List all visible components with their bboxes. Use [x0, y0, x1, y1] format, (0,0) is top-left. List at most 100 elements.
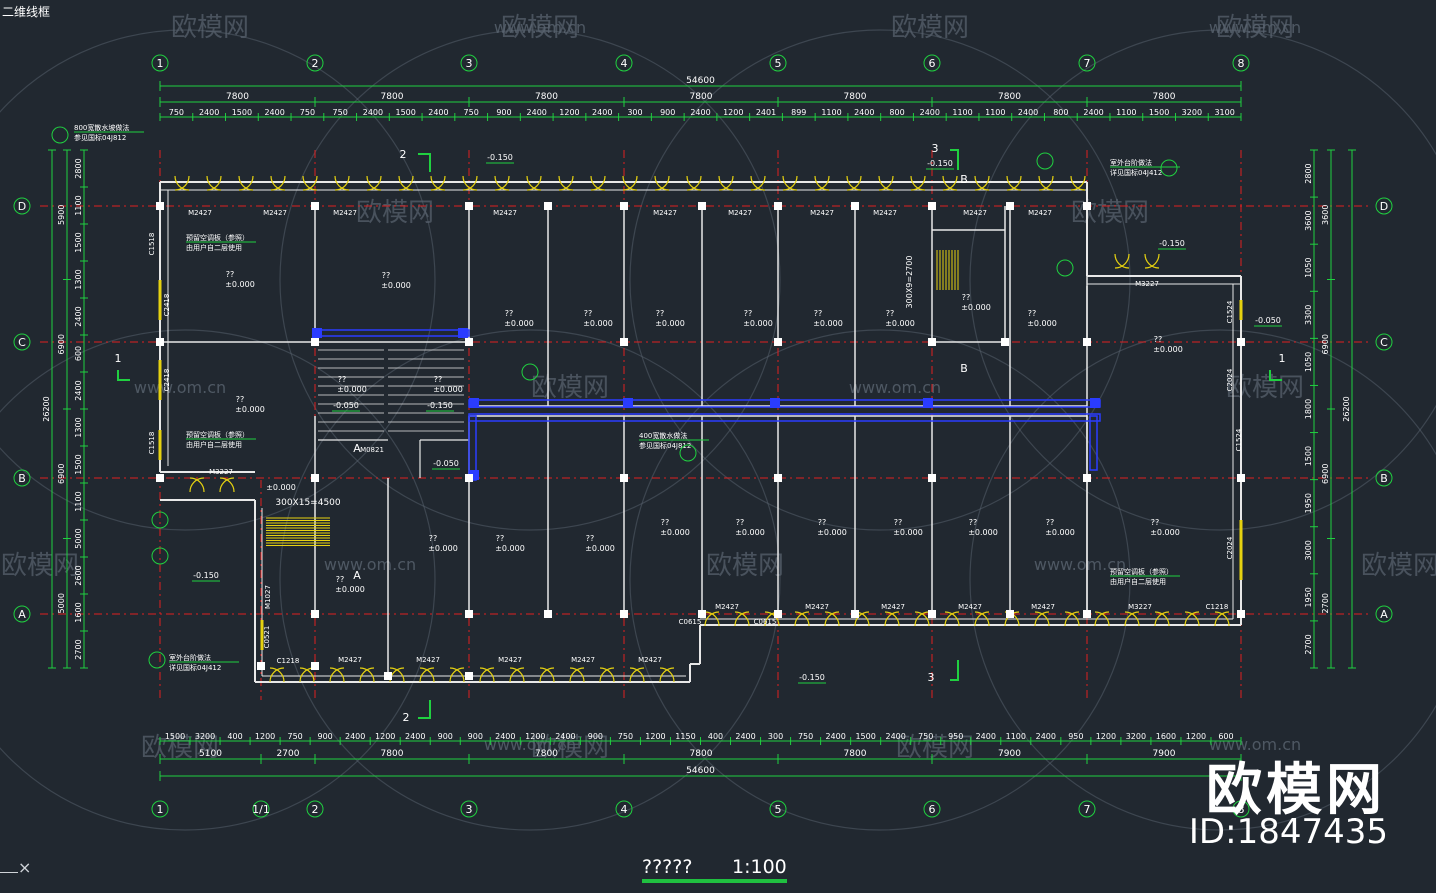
sub-dim-bottom-text: 300 [768, 732, 783, 741]
floor-elevation: ±0.000 [433, 385, 463, 394]
structural-column [774, 610, 782, 618]
structural-column [774, 338, 782, 346]
overall-dim-left-text: 26200 [42, 396, 51, 421]
floor-elevation: ±0.000 [885, 319, 915, 328]
sub-dim-top-text: 1500 [1149, 108, 1169, 117]
sub-dim-bottom-text: 1200 [375, 732, 395, 741]
window-label: C1518 [148, 233, 156, 256]
watermark-ring [629, 329, 1131, 831]
structural-column [1006, 610, 1014, 618]
door-layer [158, 175, 1243, 683]
room-tag: ?? [656, 309, 665, 318]
watermark-ring [0, 29, 436, 531]
floor-elevation: ±0.000 [583, 319, 613, 328]
grid-bubble-left [13, 333, 31, 351]
sub-dim-bottom-text: 2400 [976, 732, 996, 741]
door-label: M3227 [1128, 603, 1152, 611]
door-swing [1070, 175, 1086, 191]
sub-dim-right-text: 1500 [1304, 446, 1313, 466]
window-label: C1524 [1235, 428, 1243, 451]
section-mark: 3 [928, 671, 935, 684]
level-mark: -0.150 [927, 159, 953, 168]
room-tag: ?? [661, 518, 670, 527]
sub-dim-left-text: 2600 [74, 565, 83, 585]
sub-dim-bottom-text: 1100 [1006, 732, 1026, 741]
sub-dim-right-text: 2700 [1304, 634, 1313, 654]
floor-elevation: ±0.000 [817, 528, 847, 537]
window-label: C0615 [679, 618, 702, 626]
sub-dim-bottom-text: 950 [948, 732, 963, 741]
structural-column [620, 202, 628, 210]
stair-note: 300X15=4500 [275, 498, 341, 508]
sub-dim-bottom-text: 600 [1218, 732, 1233, 741]
grid-bubble-top-label: 4 [621, 57, 628, 70]
grid-bubble-top-label: 2 [312, 57, 319, 70]
note-ac-board: 由用户自二层使用 [1110, 577, 1166, 586]
sub-dim-top-text: 1100 [952, 108, 972, 117]
section-mark: 1 [115, 352, 122, 365]
sub-dim-left-text: 600 [74, 346, 83, 361]
sub-dim-left-text: 1300 [74, 269, 83, 289]
overall-dim-top-text: 54600 [686, 76, 715, 86]
sub-dim-top-text: 1100 [821, 108, 841, 117]
door-swing [189, 477, 205, 493]
room-tag: ?? [586, 534, 595, 543]
grid-bubble-left-label: D [18, 200, 26, 213]
grid-bubble-left [13, 469, 31, 487]
sub-dim-left-text: 1500 [74, 232, 83, 252]
beam-node [623, 398, 633, 408]
door-swing [794, 611, 810, 627]
room-tag: ?? [1151, 518, 1160, 527]
sub-dim-right-text: 1050 [1304, 352, 1313, 372]
door-swing [479, 667, 495, 683]
level-mark: -0.150 [799, 673, 825, 682]
door-swing [430, 175, 446, 191]
bay-dim-top-text: 7800 [381, 92, 404, 102]
structural-column [1237, 610, 1245, 618]
grid-bubble-bottom [1078, 800, 1096, 818]
structural-column [928, 202, 936, 210]
viewport-label[interactable]: 二维线框 [2, 5, 51, 19]
window-label: C2418 [163, 369, 171, 392]
sub-dim-top-text: 2400 [1083, 108, 1103, 117]
room-tag: ?? [1154, 335, 1163, 344]
sub-dim-top-text: 2400 [199, 108, 219, 117]
watermark-logo: 欧模网 [1226, 373, 1304, 403]
grid-bubble-extra [252, 800, 270, 818]
door-label: M2427 [653, 209, 677, 217]
grid-bubble-right [1375, 469, 1393, 487]
door-swing [846, 175, 862, 191]
drawing-scale: 1:100 [732, 856, 787, 878]
sub-dim-bottom-text: 2400 [405, 732, 425, 741]
sub-dim-top-text: 2400 [592, 108, 612, 117]
sub-dim-top-text: 1100 [1116, 108, 1136, 117]
structural-column [928, 610, 936, 618]
sub-dim-left-text: 1500 [74, 454, 83, 474]
group-dim-right-text: 6900 [1321, 334, 1330, 354]
room-tag: ?? [429, 534, 438, 543]
level-mark: -0.150 [1159, 239, 1185, 248]
door-swing [174, 175, 190, 191]
structural-column [698, 610, 706, 618]
sub-dim-left-text: 1100 [74, 491, 83, 511]
floor-elevation: ±0.000 [225, 280, 255, 289]
beam-outline [1089, 415, 1098, 471]
bay-dim-top-text: 7800 [1153, 92, 1176, 102]
door-swing [302, 175, 318, 191]
door-label: M2427 [498, 656, 522, 664]
structural-column [928, 474, 936, 482]
section-symbol [117, 370, 130, 381]
watermark-logo: 欧模网 [141, 733, 219, 763]
sub-dim-top-text: 2400 [1018, 108, 1038, 117]
watermark-url: www.om.cn [324, 555, 416, 574]
grid-bubble-left [13, 605, 31, 623]
level-mark: -0.150 [427, 401, 453, 410]
structural-column [311, 474, 319, 482]
watermark-url: www.om.cn [1209, 18, 1301, 37]
sub-dim-bottom-text: 750 [918, 732, 933, 741]
floor-elevation: ±0.000 [660, 528, 690, 537]
bay-dim-bottom-text: 2700 [277, 749, 300, 759]
watermark-url: www.om.cn [494, 18, 586, 37]
